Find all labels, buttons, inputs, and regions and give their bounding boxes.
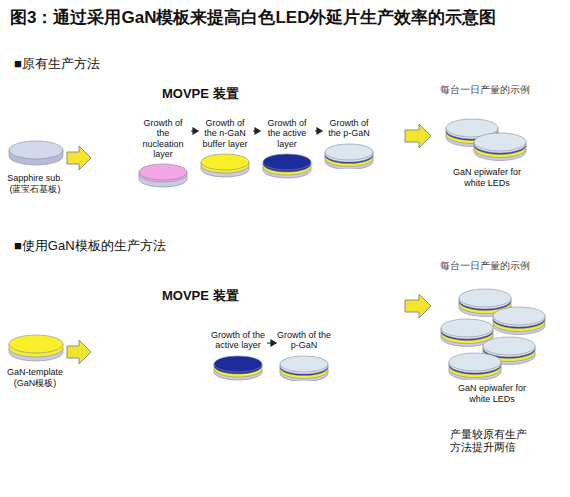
wafer-illustration [323, 143, 375, 169]
growth-step: Growth of the active layer [210, 330, 266, 381]
note-label: ■原有生产方法 [14, 56, 100, 72]
movpe-apparatus: MOVPE 装置 Growth of the active layer Growth… [92, 264, 404, 426]
step-label: Growth of the nucleation layer [136, 118, 190, 159]
wafer-label: GaN-template (GaN模板) [4, 367, 66, 389]
note-label: 每台一日产量的示例 [440, 84, 530, 95]
note-label: 产量较原有生产方法提升两倍 [450, 428, 536, 453]
wafer-item: GaN-template (GaN模板) [4, 334, 66, 389]
growth-step: Growth of the n-GaN buffer layer [198, 118, 252, 179]
wafer-item: GaN epiwafer for white LEDs [432, 288, 552, 405]
note-label: 每台一日产量的示例 [440, 260, 530, 271]
step-arrow [191, 128, 198, 134]
wafer-item: Sapphire sub. (蓝宝石基板) [4, 140, 66, 195]
movpe-apparatus: MOVPE 装置 Growth of the nucleation layer Gr… [92, 62, 404, 228]
wafer-label: Sapphire sub. (蓝宝石基板) [4, 173, 66, 195]
step-label: Growth of the n-GaN buffer layer [198, 118, 252, 149]
wafer-label: GaN epiwafer for white LEDs [455, 383, 529, 405]
step-arrow [267, 340, 276, 346]
flow-arrow [67, 340, 91, 364]
wafer-illustration [5, 334, 66, 364]
step-label: Growth of the p-GaN [322, 118, 376, 139]
wafer-item: GaN epiwafer for white LEDs [432, 118, 542, 189]
wafer-illustration [261, 153, 313, 179]
step-arrow [315, 128, 322, 134]
apparatus-title: MOVPE 装置 [162, 288, 239, 304]
wafer-illustration [278, 355, 330, 381]
flow-arrow [405, 294, 431, 318]
growth-step: Growth of the p-GaN [276, 330, 332, 381]
wafer-label: GaN epiwafer for white LEDs [450, 167, 524, 189]
step-label: Growth of the p-GaN [276, 330, 332, 351]
growth-step: Growth of the nucleation layer [136, 118, 190, 189]
wafer-illustration [212, 355, 264, 381]
step-arrow [253, 128, 260, 134]
growth-step: Growth of the active layer [260, 118, 314, 179]
diagram-title: 图3：通过采用GaN模板来提高白色LED外延片生产效率的示意图 [10, 8, 496, 28]
growth-step: Growth of the p-GaN [322, 118, 376, 169]
wafer-illustration [5, 140, 66, 170]
step-label: Growth of the active layer [210, 330, 266, 351]
flow-arrow [67, 146, 91, 170]
note-label: ■使用GaN模板的生产方法 [14, 238, 166, 254]
step-label: Growth of the active layer [260, 118, 314, 149]
wafer-illustration [137, 163, 189, 189]
flow-arrow [405, 124, 431, 148]
apparatus-title: MOVPE 装置 [162, 86, 239, 102]
wafer-illustration [445, 118, 529, 164]
wafer-illustration [436, 288, 548, 380]
wafer-illustration [199, 153, 251, 179]
